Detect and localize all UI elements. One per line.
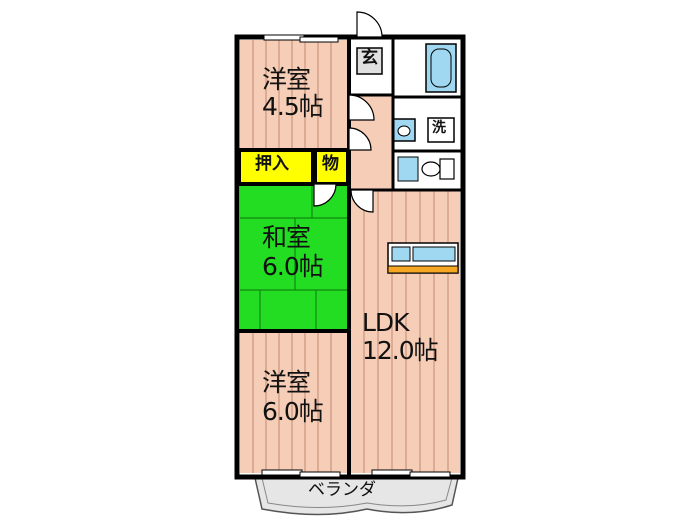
storage-mono-label: 物 xyxy=(322,154,339,174)
kitchen-counter xyxy=(387,242,459,274)
balcony-label: ベランダ xyxy=(308,480,376,500)
western-room-4-5 xyxy=(240,40,347,150)
western-room-6-0 xyxy=(240,333,347,473)
ldk-room-name: LDK xyxy=(362,308,410,337)
ldk-room-size: 12.0帖 xyxy=(362,336,439,365)
western-room-top-name: 洋室 xyxy=(262,65,311,94)
washroom-label: 洗 xyxy=(432,120,446,136)
western-room-bottom-size: 6.0帖 xyxy=(262,397,324,426)
western-room-bottom-name: 洋室 xyxy=(262,368,311,397)
bathroom xyxy=(395,40,460,95)
japanese-room-name: 和室 xyxy=(262,223,311,252)
washroom xyxy=(392,100,460,150)
entrance-label: 玄 xyxy=(361,48,378,68)
japanese-room xyxy=(240,186,347,329)
windows xyxy=(261,34,451,478)
ldk-room xyxy=(350,190,460,473)
door-swings xyxy=(313,11,383,213)
storage-oshiire-label: 押入 xyxy=(255,154,289,174)
western-room-top-size: 4.5帖 xyxy=(262,92,324,121)
japanese-room-size: 6.0帖 xyxy=(262,252,324,281)
balcony xyxy=(254,477,459,516)
toilet xyxy=(395,153,460,186)
hallway xyxy=(350,40,392,190)
